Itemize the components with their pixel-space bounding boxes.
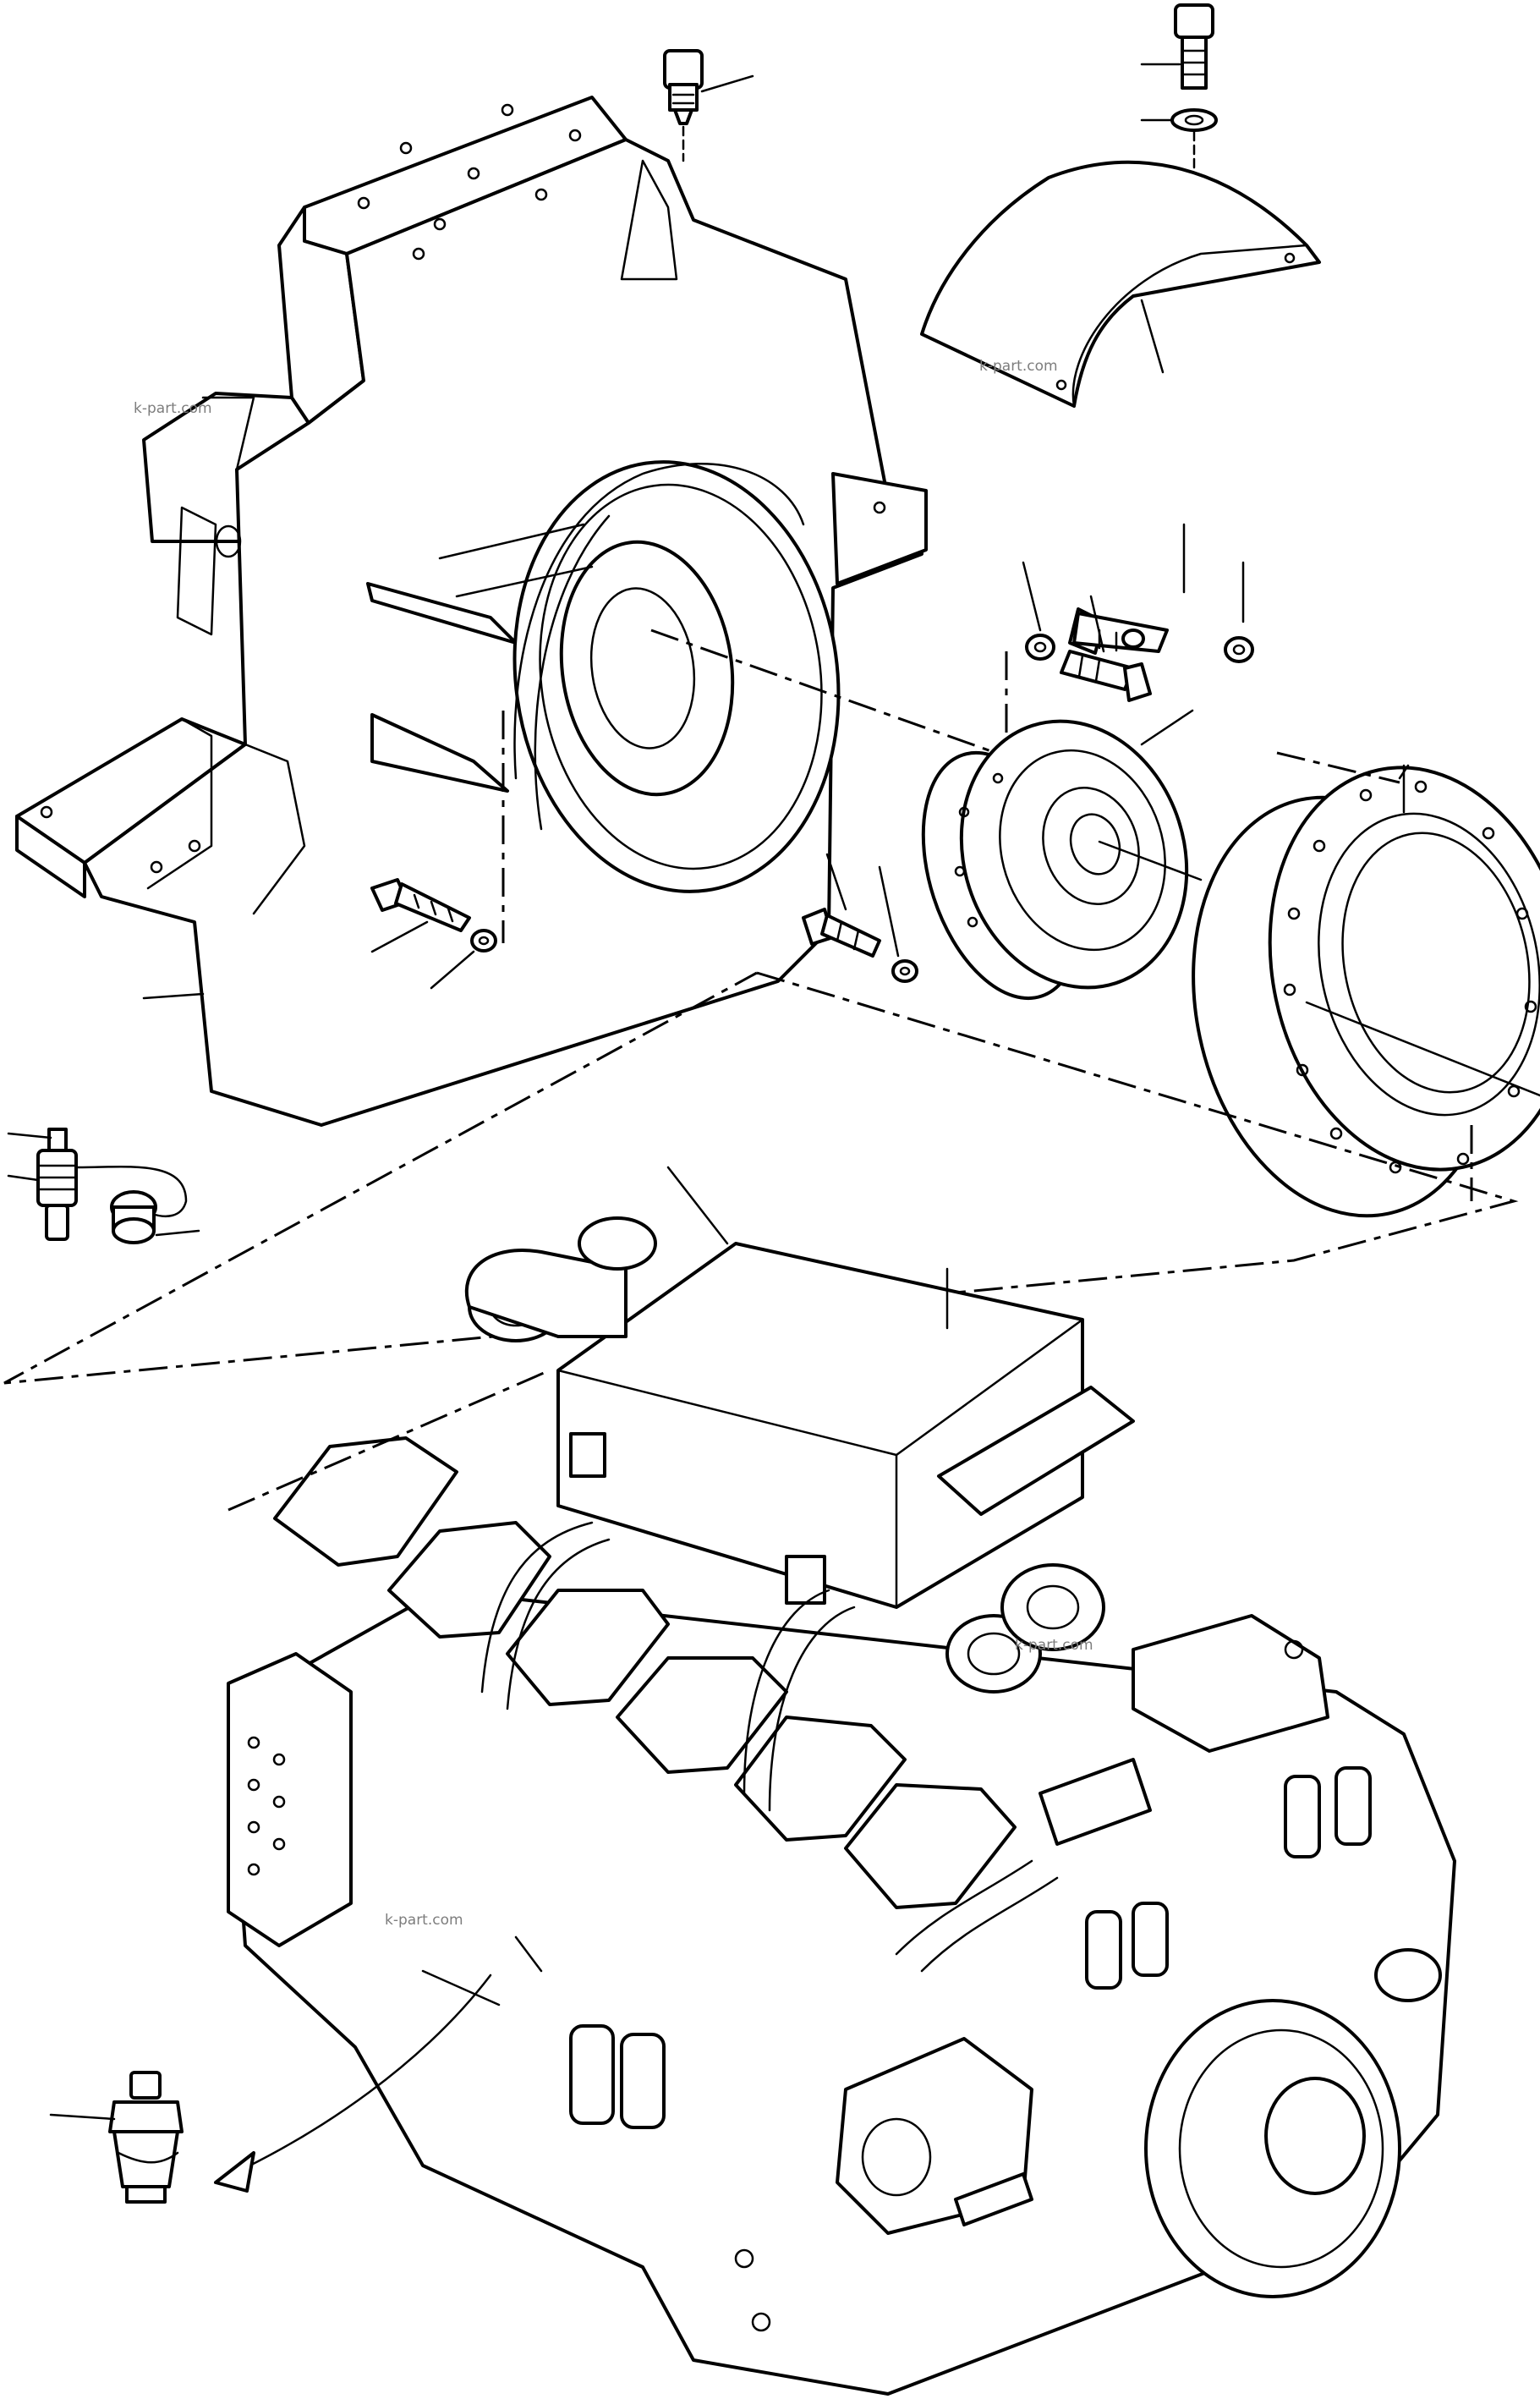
top-right-washer — [1140, 108, 1218, 205]
leader-line — [7, 1174, 40, 1182]
leader-line — [1140, 709, 1194, 746]
curved-guard-plate — [920, 160, 1321, 408]
leader-line — [878, 865, 900, 958]
leader-line — [155, 1229, 200, 1237]
middle-bolt-left — [1005, 561, 1152, 753]
coupling-bolt — [802, 853, 918, 983]
leader-line — [825, 853, 847, 911]
leader-line — [7, 1132, 52, 1139]
watermark-text: k-part.com — [979, 358, 1058, 375]
watermark-text: k-part.com — [134, 400, 212, 417]
leader-line — [666, 1166, 729, 1245]
housing-bolt-lower — [370, 878, 497, 990]
adapter-flange — [1192, 751, 1540, 1218]
watermark-text: k-part.com — [1015, 1637, 1093, 1654]
engine-block — [227, 1166, 1456, 2396]
pressure-sender — [49, 2071, 184, 2204]
temperature-sensor-assembly — [7, 1128, 200, 1244]
leader-line — [142, 992, 205, 1000]
coupling-disc — [921, 709, 1203, 1001]
assembly-reference-plane-edge — [227, 1369, 551, 1512]
leader-line — [1140, 299, 1165, 374]
top-right-bolt — [1140, 3, 1214, 90]
leader-line — [49, 2113, 116, 2121]
leader-line — [1022, 561, 1042, 632]
assembly-reference-plane — [3, 971, 1519, 1385]
middle-bolt-center — [1068, 523, 1254, 663]
leader-line — [700, 74, 754, 93]
flywheel-housing — [15, 96, 1092, 1127]
leader-line — [430, 950, 475, 990]
leader-line — [1089, 595, 1105, 653]
watermark-text: k-part.com — [385, 1912, 463, 1929]
top-plug-fitting — [663, 49, 754, 162]
relocated-sensor-callout — [214, 1974, 492, 2193]
leader-line — [370, 920, 429, 953]
